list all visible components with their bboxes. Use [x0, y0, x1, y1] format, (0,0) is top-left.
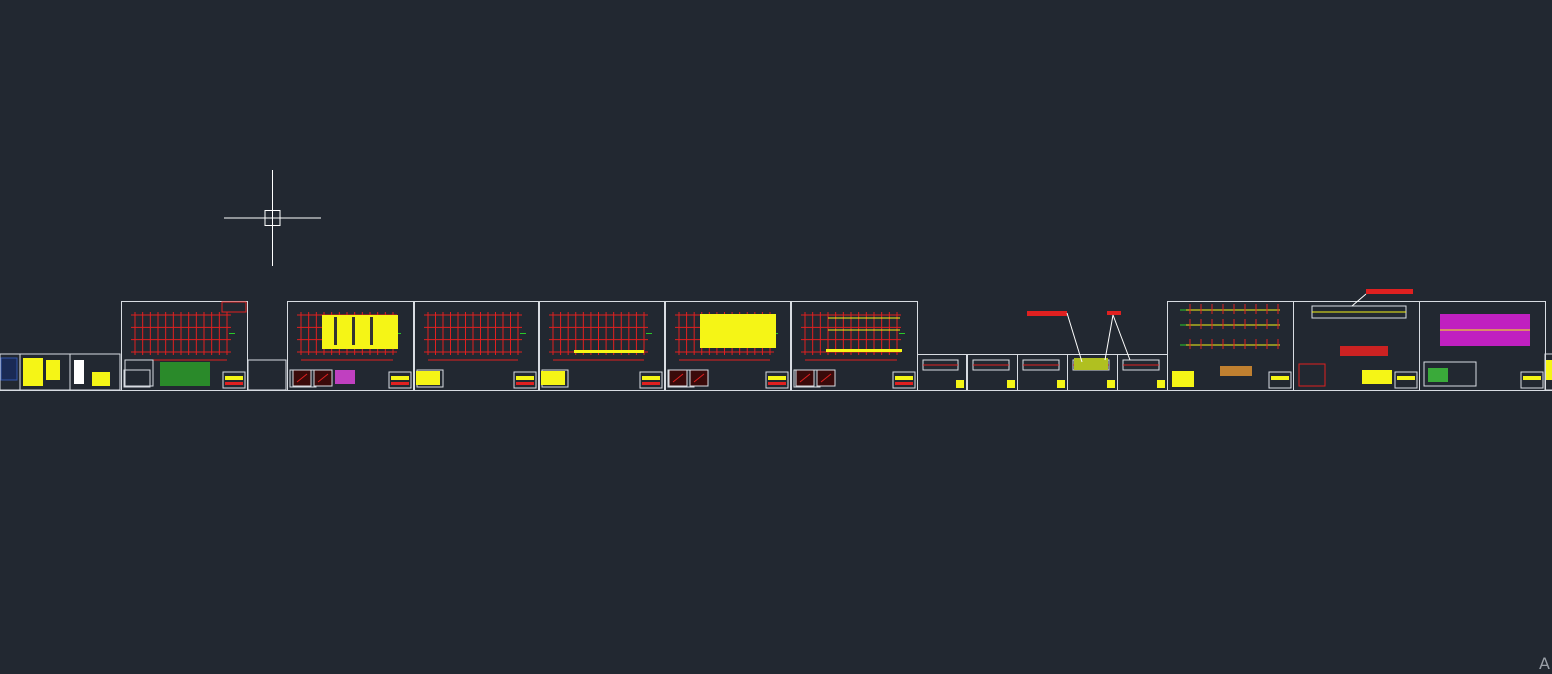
- cover-block: [0, 357, 18, 381]
- detail-table-2: [1423, 361, 1477, 387]
- edge-block: [1546, 360, 1552, 380]
- right-sheet-3: [1419, 301, 1546, 391]
- foundation-strip: [574, 350, 644, 353]
- partition-0: [334, 317, 337, 345]
- elevation-sheet-1: [917, 354, 967, 391]
- sheet-edge: [1544, 353, 1552, 391]
- schedule-block: [1220, 366, 1252, 376]
- elevation-title-4: [1107, 380, 1115, 388]
- detail-hatch: [820, 373, 832, 383]
- detail-hatch: [693, 373, 705, 383]
- corner-label: A: [1539, 654, 1550, 673]
- roof-detail: [1340, 346, 1388, 356]
- title-stripe-red-3: [516, 382, 534, 385]
- right-title-2: [1394, 371, 1418, 389]
- index-block-2: [46, 360, 60, 380]
- title-stripe-red-2: [391, 382, 409, 385]
- detail-table: [124, 359, 154, 387]
- sheet-frame-5: [665, 301, 791, 391]
- title-stripe-1: [225, 376, 243, 380]
- title-stripe-red-5: [768, 382, 786, 385]
- partition-1: [352, 317, 355, 345]
- title-stripe-6: [895, 376, 913, 380]
- crosshair-pickbox-icon: [224, 170, 321, 266]
- roof-detail-2: [1298, 363, 1326, 387]
- title-stripe-red-6: [895, 382, 913, 385]
- iso-detail: [160, 362, 210, 386]
- section-base: [826, 349, 902, 352]
- leader-1: [1066, 312, 1083, 363]
- title-block-6: [892, 371, 916, 389]
- callout-2: [1107, 311, 1121, 315]
- title-block-3: [513, 371, 537, 389]
- leader-3: [1112, 314, 1131, 361]
- detail-green: [1428, 368, 1448, 382]
- index-block: [23, 358, 43, 386]
- roof-leader: [1351, 293, 1367, 307]
- notes-block: [74, 360, 84, 384]
- title-stripe-red-1: [225, 382, 243, 385]
- right-title-3: [1520, 371, 1544, 389]
- elevation-title-2: [1007, 380, 1015, 388]
- elevation-title-3: [1057, 380, 1065, 388]
- title-block-5: [765, 371, 789, 389]
- plan-fill-yellow-1: [322, 315, 398, 349]
- title-stripe-red-4: [642, 382, 660, 385]
- sheet-frame-1: [121, 301, 248, 391]
- detail-hatch: [317, 373, 329, 383]
- drawing-sheets: [0, 289, 1552, 391]
- sheet-frame-2: [287, 301, 414, 391]
- legend-block-1: [541, 371, 565, 385]
- elevation-fill: [1074, 358, 1108, 370]
- sheet-frame-6: [791, 301, 918, 391]
- roof-detail-3: [1362, 370, 1392, 384]
- right-title-stripe-3: [1523, 376, 1541, 380]
- right-title-stripe-2: [1397, 376, 1415, 380]
- callout-1: [1027, 311, 1067, 316]
- title-block-4: [639, 371, 663, 389]
- sec: [810, 316, 902, 334]
- title-stripe-5: [768, 376, 786, 380]
- title-block-2: [388, 371, 412, 389]
- elevation-title-5: [1157, 380, 1165, 388]
- sheet-frame-4: [539, 301, 665, 391]
- sheet-notes: [69, 353, 121, 391]
- sheet-small: [247, 359, 287, 391]
- right-legend-1: [1172, 371, 1194, 387]
- detail-hatch: [296, 373, 308, 383]
- title-stripe-4: [642, 376, 660, 380]
- detail-box-1: [123, 369, 151, 388]
- title-stripe-2: [391, 376, 409, 380]
- stamp-box: [221, 301, 247, 313]
- notes-block-2: [92, 372, 110, 386]
- partition-2: [370, 317, 373, 345]
- right-title-1: [1268, 371, 1292, 389]
- leader-2: [1104, 314, 1114, 361]
- detail-hatch: [799, 373, 811, 383]
- detail-magenta: [335, 370, 355, 384]
- title-block-1: [222, 371, 246, 389]
- detail-hatch: [672, 373, 684, 383]
- sheet-frame-3: [414, 301, 539, 391]
- right-title-stripe-1: [1271, 376, 1289, 380]
- elevation-title-1: [956, 380, 964, 388]
- legend-block-0: [416, 371, 440, 385]
- plan-fill-yellow-2: [700, 314, 776, 348]
- roof-callout: [1366, 289, 1413, 294]
- title-stripe-3: [516, 376, 534, 380]
